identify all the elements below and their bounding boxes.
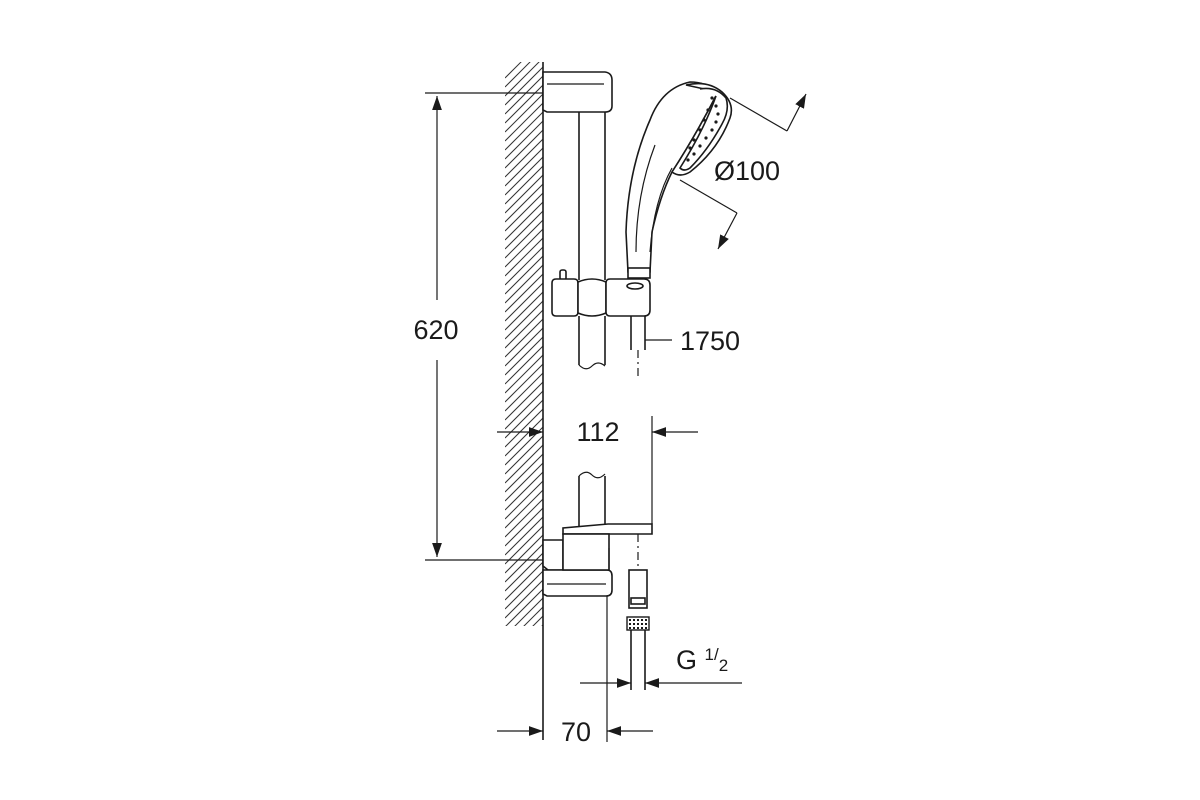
spray-nozzles (686, 96, 720, 162)
dimension-height (425, 92, 543, 561)
hose-upper (630, 316, 646, 378)
dimension-wall-distance (497, 596, 653, 742)
diameter-label: Ø100 (714, 156, 780, 186)
hose-nut-knurling (629, 619, 647, 629)
bottom-bracket (542, 523, 653, 597)
shower-rail (578, 112, 606, 526)
hand-shower (625, 81, 733, 279)
wall-distance-label: 70 (561, 717, 591, 747)
thread-label: G 1/2 (676, 645, 728, 675)
top-bracket (542, 71, 613, 113)
height-label: 620 (413, 315, 458, 345)
wall-hatching (505, 62, 543, 626)
sliding-holder (551, 269, 651, 317)
dimension-projection (497, 416, 698, 524)
dimension-diameter (679, 93, 807, 250)
projection-label: 112 (576, 417, 619, 447)
hose-length-label: 1750 (680, 326, 740, 356)
hose-lower (626, 534, 650, 690)
